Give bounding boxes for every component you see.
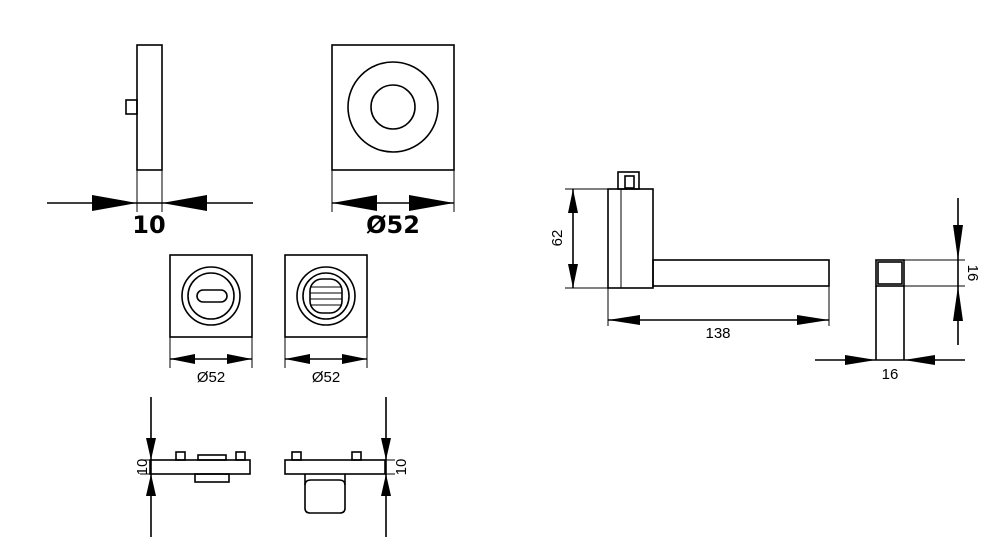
dimension-turn-depth-right: 10 [381, 397, 410, 537]
rose-side-view [125, 44, 163, 212]
indicator-rose-view [284, 254, 368, 368]
turn-depth-left-label: 10 [134, 459, 151, 476]
rose-depth-label: 10 [132, 211, 165, 239]
lever-section-width-label: 16 [882, 366, 899, 383]
rose-front-view [331, 44, 455, 212]
dimension-rose-diameter: Ø52 [332, 195, 454, 239]
dimension-lever-height: 62 [549, 189, 578, 288]
dimension-thumbturn-diameter: Ø52 [170, 354, 252, 386]
thumbturn-rose-view [169, 254, 253, 368]
dimension-lever-section-width: 16 [815, 355, 965, 383]
dimension-turn-depth-left: 10 [134, 397, 156, 537]
turn-depth-right-label: 10 [393, 459, 410, 476]
thumbturn-side-view [140, 451, 251, 483]
dimension-lever-length: 138 [608, 315, 829, 342]
dimension-lever-section-height: 16 [953, 198, 981, 345]
thumbturn-diameter-label: Ø52 [197, 369, 225, 386]
lever-section-view [875, 259, 965, 360]
indicator-side-view [284, 451, 395, 514]
thumbturn-knob [196, 289, 228, 303]
lever-height-label: 62 [549, 230, 566, 247]
dimension-indicator-diameter: Ø52 [285, 354, 367, 386]
lever-length-label: 138 [705, 325, 730, 342]
lever-section-height-label: 16 [964, 265, 981, 282]
rose-diameter-label: Ø52 [366, 211, 420, 239]
indicator-diameter-label: Ø52 [312, 369, 340, 386]
dimension-rose-depth: 10 [47, 195, 253, 239]
lever-side-view [565, 171, 830, 326]
